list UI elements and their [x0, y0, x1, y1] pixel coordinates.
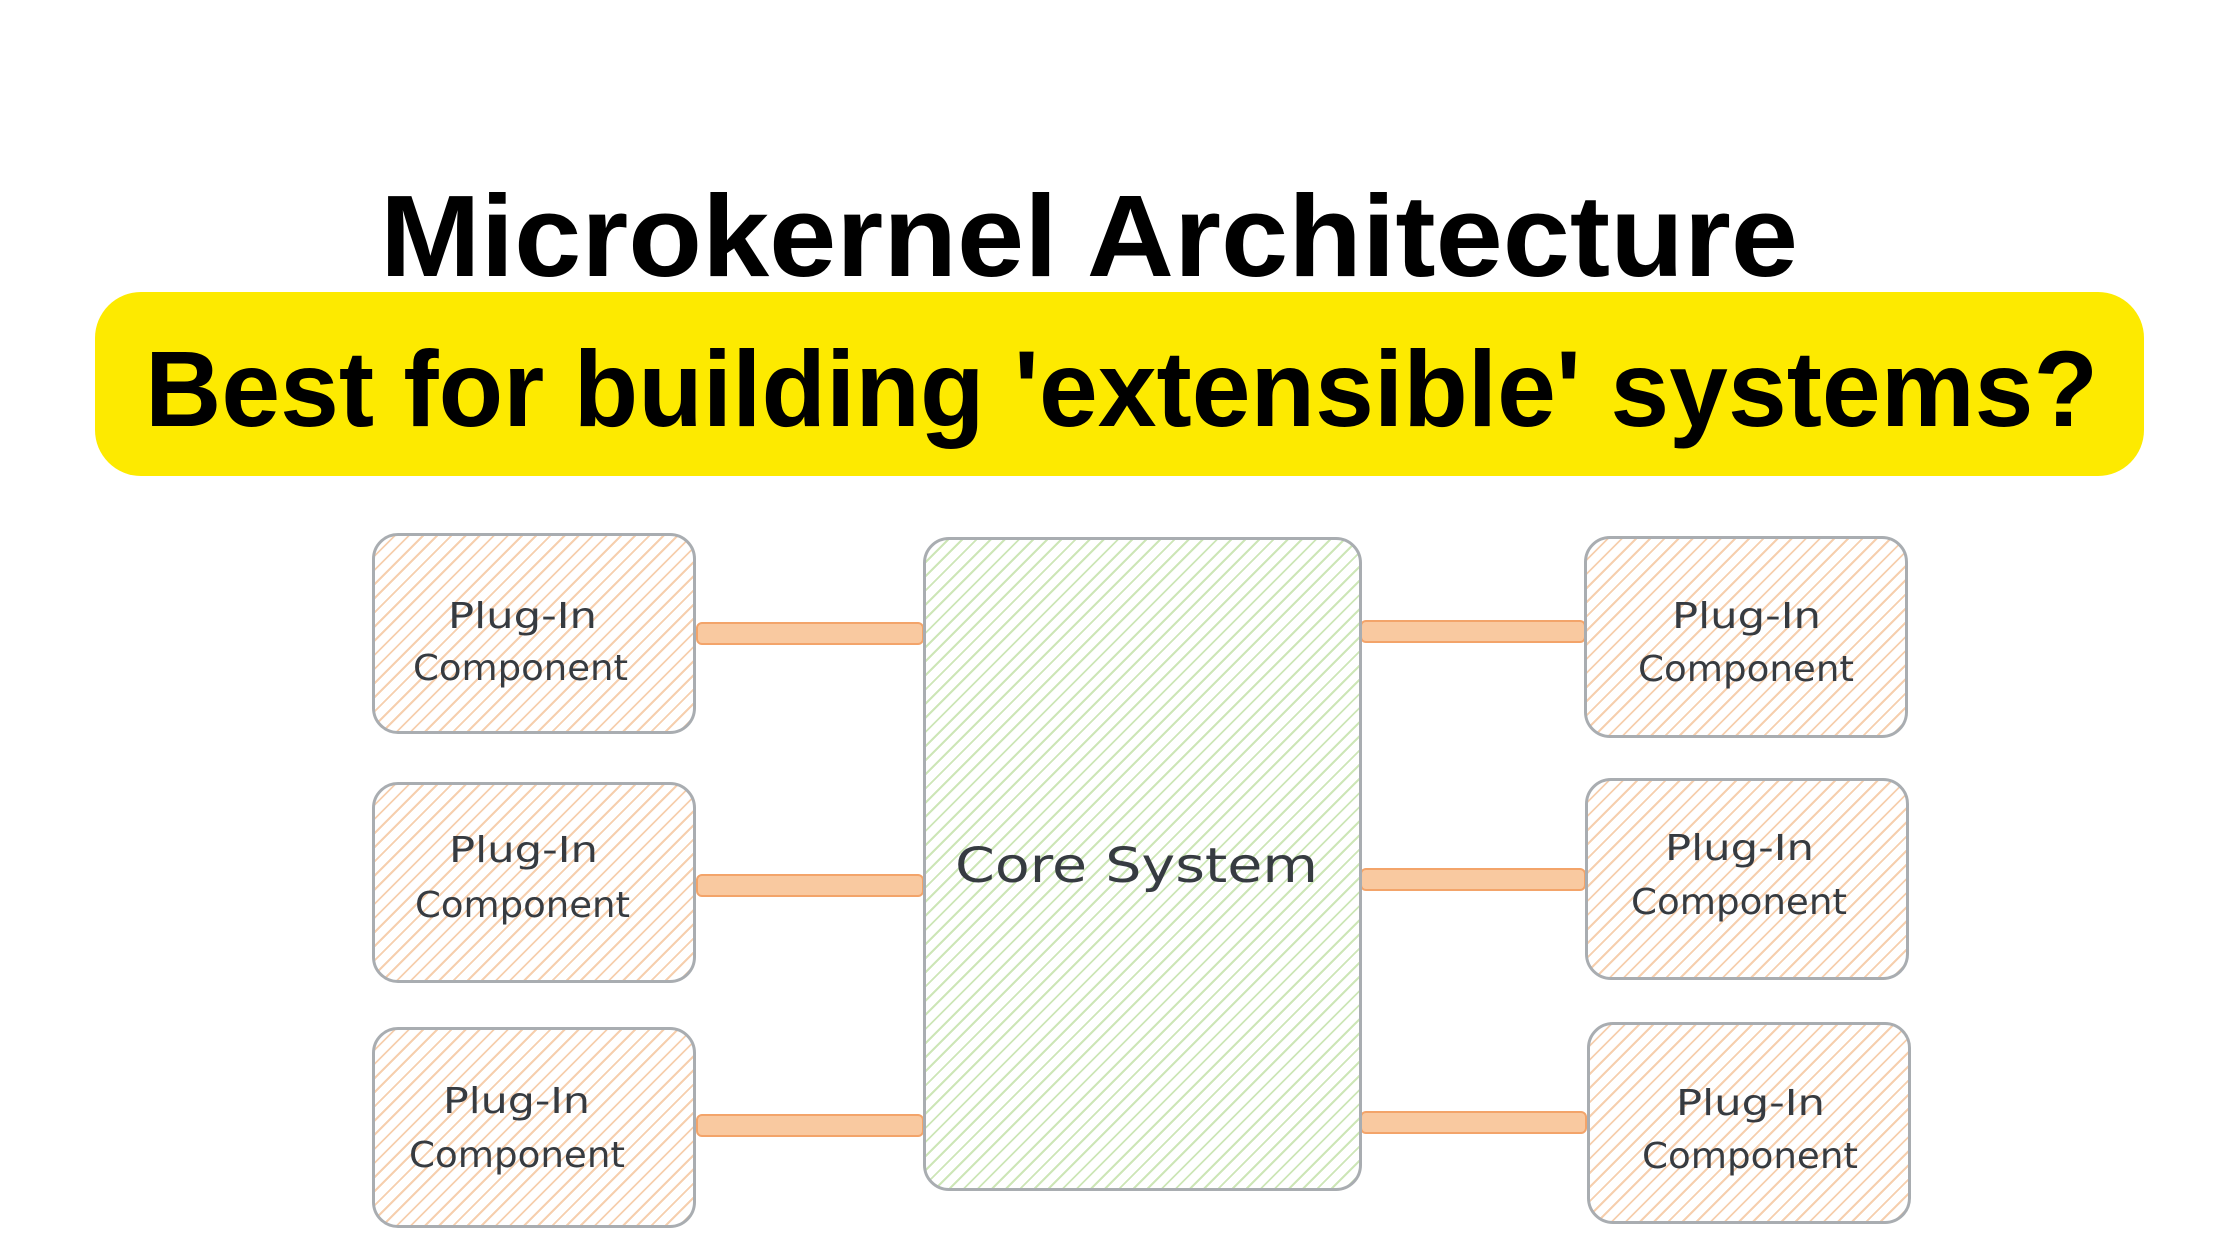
- plugin-label-line1: Plug-In: [448, 596, 597, 637]
- plugin-right-2[interactable]: Plug-In Component: [1585, 778, 1909, 980]
- plugin-label-line2: Component: [409, 1135, 625, 1176]
- plugin-label-line1: Plug-In: [449, 830, 598, 871]
- plugin-label-svg: Plug-In Component: [1631, 828, 1847, 923]
- plugin-label-line1: Plug-In: [1672, 596, 1821, 637]
- subtitle-text: Best for building 'extensible' systems?: [145, 328, 2098, 449]
- plugin-label-svg: Plug-In Component: [1642, 1083, 1858, 1177]
- core-label-svg: Core System: [955, 838, 1318, 894]
- plugin-left-1[interactable]: Plug-In Component: [372, 533, 696, 734]
- plugin-left-2[interactable]: Plug-In Component: [372, 782, 696, 983]
- connector-right-1: [1360, 620, 1586, 643]
- core-system-label: Core System: [955, 838, 1318, 894]
- plugin-label-svg: Plug-In Component: [415, 830, 630, 926]
- plugin-right-3[interactable]: Plug-In Component: [1587, 1022, 1911, 1224]
- plugin-label-line2: Component: [415, 885, 630, 926]
- plugin-label-line2: Component: [1631, 882, 1847, 923]
- plugin-label-svg: Plug-In Component: [413, 596, 628, 689]
- subtitle-svg: Best for building 'extensible' systems?: [145, 328, 2098, 449]
- connector-right-2: [1360, 868, 1586, 891]
- plugin-label-line1: Plug-In: [1676, 1083, 1825, 1124]
- plugin-label-svg: Plug-In Component: [409, 1081, 625, 1176]
- connector-right-3: [1360, 1111, 1587, 1134]
- connector-left-3: [696, 1114, 924, 1137]
- connector-left-1: [696, 622, 924, 645]
- plugin-label-line2: Component: [1638, 649, 1854, 690]
- connector-left-2: [696, 874, 924, 897]
- subtitle-banner: [95, 292, 2144, 476]
- core-system-box[interactable]: Core System: [923, 537, 1362, 1191]
- plugin-left-3[interactable]: Plug-In Component: [372, 1027, 696, 1228]
- plugin-label-line1: Plug-In: [443, 1081, 590, 1122]
- page-title: Microkernel Architecture: [380, 171, 1798, 301]
- plugin-label-line1: Plug-In: [1665, 828, 1814, 869]
- plugin-right-1[interactable]: Plug-In Component: [1584, 536, 1908, 738]
- plugin-label-line2: Component: [1642, 1136, 1858, 1177]
- plugin-label-svg: Plug-In Component: [1638, 596, 1854, 690]
- plugin-label-line2: Component: [413, 648, 628, 689]
- page-title-svg: Microkernel Architecture: [380, 171, 1798, 301]
